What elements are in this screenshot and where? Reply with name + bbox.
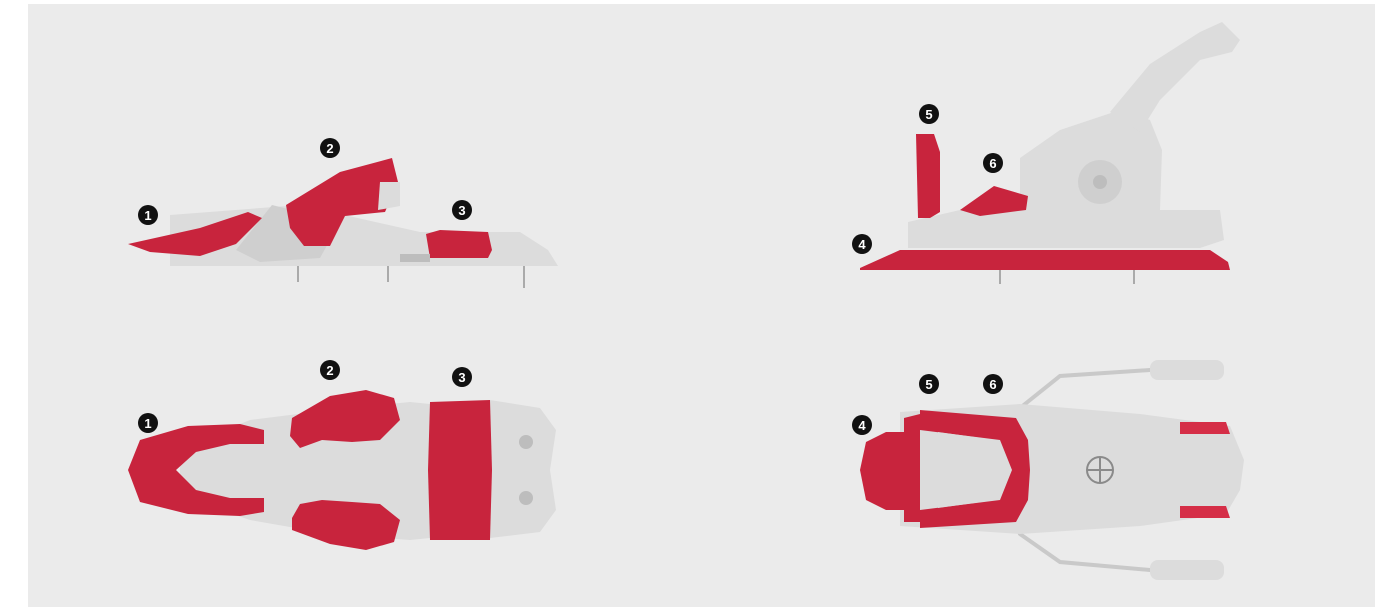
toe-piece-side-view [128, 158, 558, 288]
marker-4-side: 4 [852, 234, 872, 254]
marker-2-side: 2 [320, 138, 340, 158]
part-3-toe-pad [428, 400, 492, 540]
part-3-toe-block [426, 230, 492, 258]
marker-label: 5 [925, 377, 932, 392]
marker-label: 4 [858, 418, 866, 433]
part-5-riser-post [916, 134, 940, 218]
marker-label: 2 [326, 363, 333, 378]
heel-piece-top-view [860, 360, 1244, 580]
toe-piece-top-view [128, 390, 556, 550]
marker-label: 6 [989, 377, 996, 392]
heel-piece-side-view [860, 22, 1240, 284]
part-2-toe-wing-lower [292, 500, 400, 550]
marker-label: 6 [989, 156, 996, 171]
marker-5-top: 5 [919, 374, 939, 394]
marker-label: 1 [144, 208, 151, 223]
marker-4-top: 4 [852, 415, 872, 435]
marker-5-side: 5 [919, 104, 939, 124]
marker-label: 3 [458, 370, 465, 385]
part-4-heel-cup [860, 432, 904, 510]
marker-label: 3 [458, 203, 465, 218]
marker-1-top: 1 [138, 413, 158, 433]
marker-3-top: 3 [452, 367, 472, 387]
marker-3-side: 3 [452, 200, 472, 220]
marker-6-side: 6 [983, 153, 1003, 173]
marker-label: 4 [858, 237, 866, 252]
marker-2-top: 2 [320, 360, 340, 380]
marker-label: 2 [326, 141, 333, 156]
marker-label: 5 [925, 107, 932, 122]
marker-label: 1 [144, 416, 151, 431]
marker-1-side: 1 [138, 205, 158, 225]
marker-6-top: 6 [983, 374, 1003, 394]
